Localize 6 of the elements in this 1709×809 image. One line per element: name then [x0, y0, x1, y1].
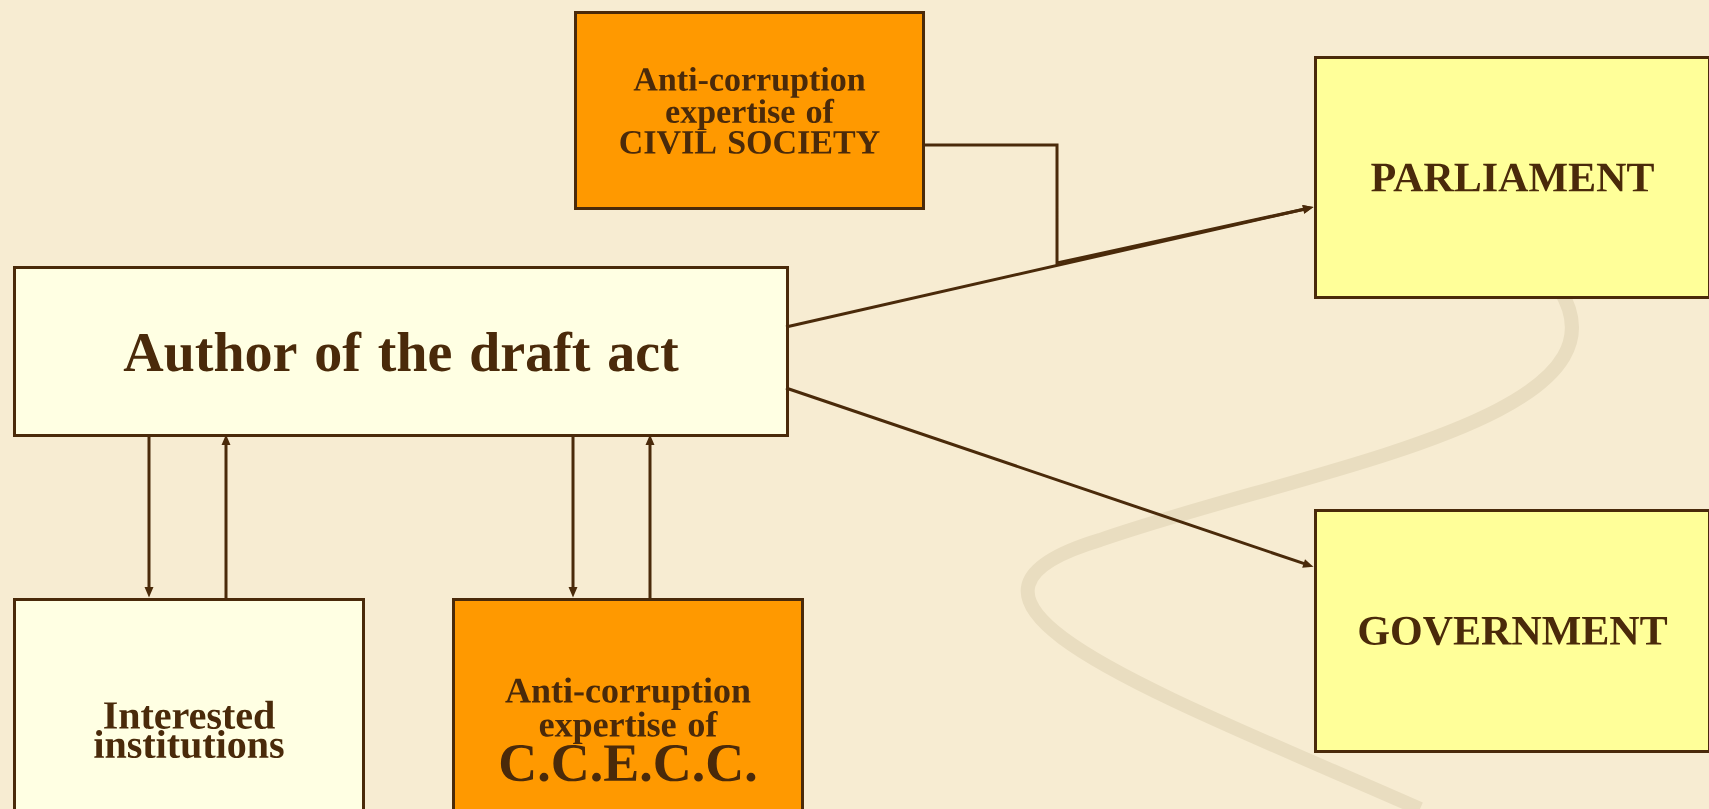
process-box: Anti-corruption expertise of CIVIL SOCIETY: [574, 11, 925, 210]
process-box: Author of the draft act: [13, 266, 789, 437]
process-box: GOVERNMENT: [1314, 509, 1709, 753]
process-box: Interested institutions: [13, 598, 365, 809]
process-box: PARLIAMENT: [1314, 56, 1709, 299]
process-box: Anti-corruption expertise of C.C.E.C.C.: [452, 598, 804, 809]
